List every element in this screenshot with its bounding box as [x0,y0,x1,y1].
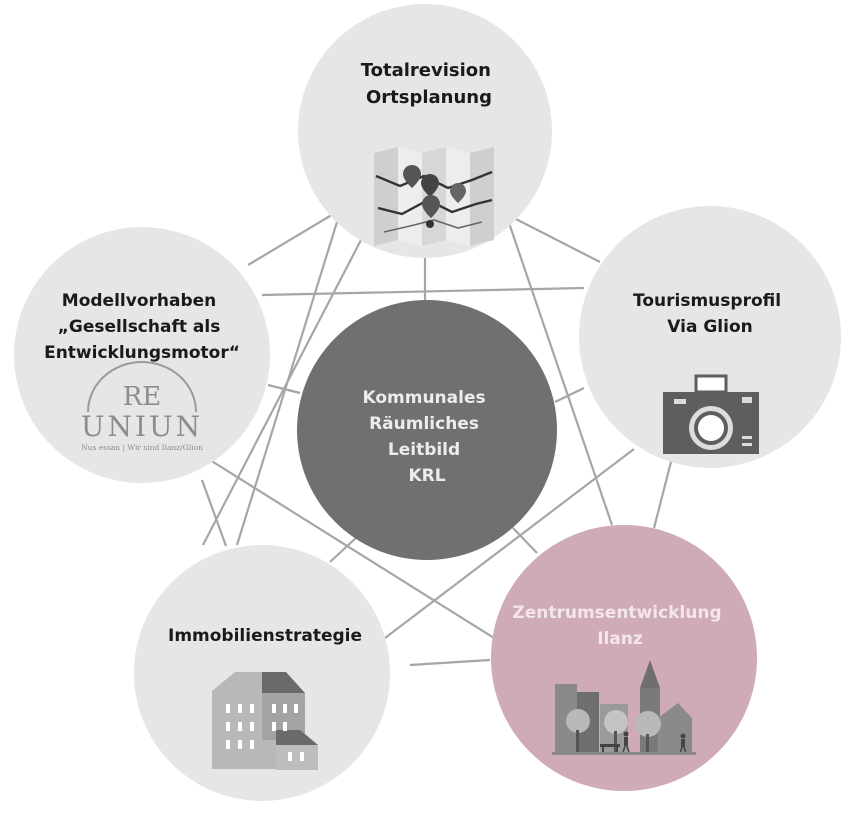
connector-line [507,214,601,263]
connector-line [261,286,585,297]
connector-line [329,535,359,563]
node-title-line: Tourismusprofil [633,291,781,311]
node-title-line: Immobilienstrategie [168,626,362,646]
center-circle [297,300,557,560]
center-title-line: Leitbild [388,440,460,460]
node-title-left: Modellvorhaben „Gesellschaft als Entwick… [44,291,240,363]
connector-line [506,219,614,526]
node-title-line: Zentrumsentwicklung [512,603,721,623]
logo-line2: UNIUN [81,410,203,443]
connector-line [652,457,674,529]
connector-line [384,448,635,639]
node-title-line: Entwicklungsmotor“ [44,343,240,363]
building-icon [212,672,318,770]
node-title-top: Totalrevision Ortsplanung [361,60,498,108]
node-circle-right [579,206,841,468]
reuniun-logo: RE UNIUN Nus essan | Wir sind Ilanz/Glio… [81,361,203,452]
node-title-line: Ilanz [597,629,643,649]
node-title-line: „Gesellschaft als [58,317,221,337]
center-title-line: Räumliches [369,414,479,434]
connector-line [267,383,301,395]
connector-line [409,658,491,667]
node-title-right: Tourismusprofil Via Glion [633,291,787,337]
town-icon [552,660,696,755]
node-title-line: Modellvorhaben [62,291,216,311]
camera-icon [663,374,759,454]
center-title-line: Kommunales [362,388,485,408]
node-title-bottom-right: Zentrumsentwicklung Ilanz [512,603,727,649]
connector-line [554,387,585,403]
logo-tagline: Nus essan | Wir sind Ilanz/Glion [81,443,203,452]
connector-line [202,237,363,546]
connector-line [209,459,495,639]
logo-line1: RE [123,382,162,412]
center-title: Kommunales Räumliches Leitbild KRL [362,388,491,486]
node-title-line: Totalrevision [361,60,491,81]
node-title-bottom-left: Immobilienstrategie [168,626,362,646]
node-circle-left [14,227,270,483]
connector-line [247,209,341,266]
center-title-line: KRL [408,466,445,486]
connector-line [200,479,228,547]
connector-lines [200,209,674,667]
connector-line [512,527,538,554]
node-title-line: Via Glion [667,317,752,337]
node-title-line: Ortsplanung [366,87,492,108]
map-icon [374,147,494,246]
